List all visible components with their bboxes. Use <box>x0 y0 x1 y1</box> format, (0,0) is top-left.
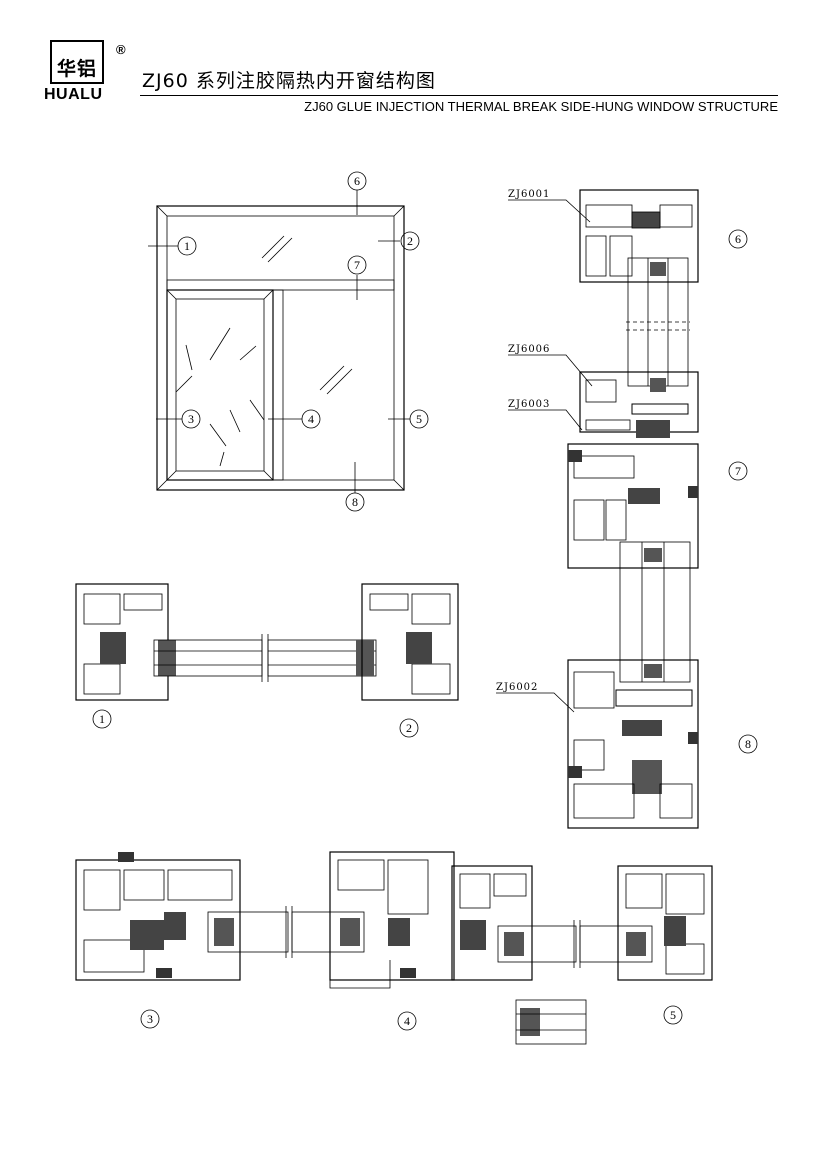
section-callout-3 <box>140 1009 160 1029</box>
glass-section-5-left <box>497 925 577 963</box>
callout-8 <box>345 492 365 512</box>
code-zj6002: ZJ6002 <box>496 682 538 693</box>
callout-5 <box>409 409 429 429</box>
transom <box>166 279 395 291</box>
callout-6-label: 6 <box>354 174 360 188</box>
callout-8-label: 8 <box>352 495 358 509</box>
section-callout-7 <box>728 461 748 481</box>
callout-6 <box>347 171 367 191</box>
title-chinese: ZJ60 系列注胶隔热内开窗结构图 <box>142 70 436 92</box>
section-2-label: 2 <box>406 721 412 735</box>
code-zj6001: ZJ6001 <box>508 189 550 200</box>
callout-4 <box>301 409 321 429</box>
profile-zj6002 <box>567 659 699 829</box>
callout-2 <box>400 231 420 251</box>
profile-zj6003 <box>567 443 699 569</box>
outer-frame <box>156 205 405 491</box>
callout-1-label: 1 <box>184 239 190 253</box>
code-zj6006: ZJ6006 <box>508 344 550 355</box>
title-underline <box>140 95 778 96</box>
logo-english-text: HUALU <box>44 86 103 103</box>
sash-bead <box>329 960 391 989</box>
profile-section-4 <box>329 851 455 981</box>
thermal-strip <box>631 211 661 229</box>
callout-3-label: 3 <box>188 412 194 426</box>
profile-section-4-right <box>451 865 533 981</box>
horizontal-section-1-2: 1 2 <box>75 583 459 738</box>
section-7-label: 7 <box>735 464 741 478</box>
glass-section-3 <box>207 911 289 953</box>
section-1-label: 1 <box>99 712 105 726</box>
profile-section-5 <box>617 865 713 981</box>
section-callout-4 <box>397 1011 417 1031</box>
logo-chinese-text: 华铝 <box>56 58 97 80</box>
section-callout-8 <box>738 734 758 754</box>
callout-1 <box>177 236 197 256</box>
section-callout-2 <box>399 718 419 738</box>
section-callout-1 <box>92 709 112 729</box>
window-elevation: 6 2 1 7 3 4 5 8 <box>148 171 429 512</box>
callout-7-label: 7 <box>354 258 360 272</box>
callout-4-label: 4 <box>308 412 314 426</box>
vertical-section: ZJ6001 ZJ6006 ZJ6003 ZJ6002 6 7 8 <box>496 189 758 829</box>
title-english: ZJ60 GLUE INJECTION THERMAL BREAK SIDE-H… <box>304 99 778 114</box>
profile-zj6001 <box>579 189 699 283</box>
profile-section-3 <box>75 859 241 981</box>
glass-section-4-left <box>291 911 365 953</box>
glass-right <box>267 639 377 677</box>
section-callout-6 <box>728 229 748 249</box>
callout-7 <box>347 255 367 275</box>
section-callout-5 <box>663 1005 683 1025</box>
glass-detail <box>515 999 587 1045</box>
profile-right-frame <box>361 583 459 701</box>
opening-sash <box>166 289 274 481</box>
callout-3 <box>181 409 201 429</box>
horizontal-section-3-4-5: 3 4 5 <box>75 851 713 1045</box>
registered-mark: ® <box>116 42 126 57</box>
glass-section-5-right <box>579 925 653 963</box>
section-6-label: 6 <box>735 232 741 246</box>
section-4-label: 4 <box>404 1014 410 1028</box>
glass-lower <box>619 541 691 683</box>
section-5-label: 5 <box>670 1008 676 1022</box>
section-3-label: 3 <box>147 1012 153 1026</box>
callout-5-label: 5 <box>416 412 422 426</box>
mullion <box>272 289 284 481</box>
callout-2-label: 2 <box>407 234 413 248</box>
brand-logo: 华铝 ® HUALU <box>44 40 126 106</box>
logo-box: 华铝 <box>50 40 104 84</box>
code-zj6003: ZJ6003 <box>508 399 550 410</box>
section-8-label: 8 <box>745 737 751 751</box>
